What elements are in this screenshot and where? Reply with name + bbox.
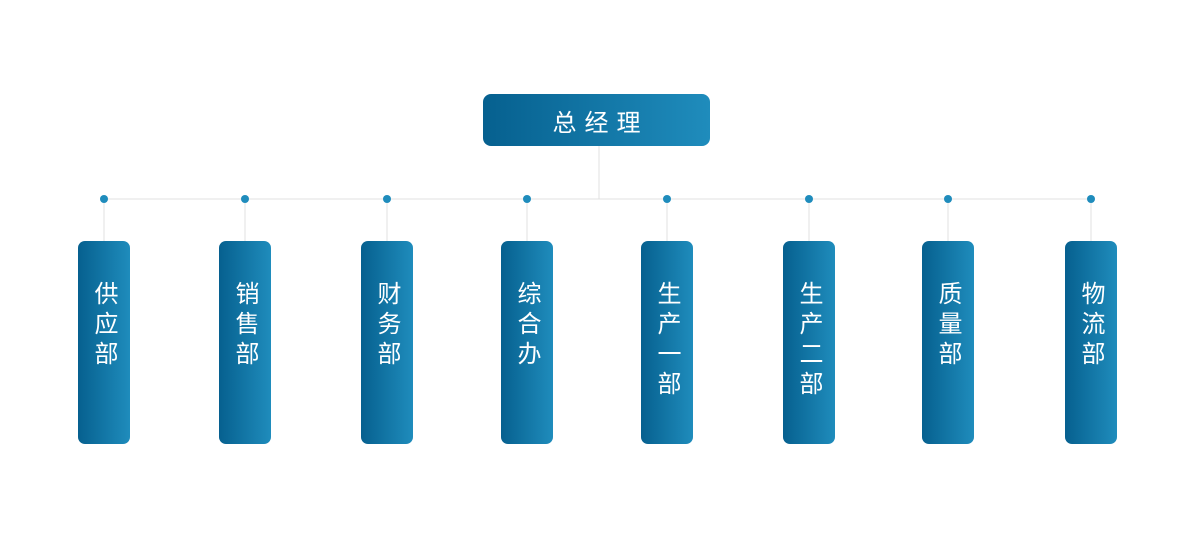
dept-node-label: 供应部 bbox=[90, 281, 118, 371]
dept-node-supply: 供应部 bbox=[78, 241, 130, 444]
root-node-label: 总经理 bbox=[552, 108, 649, 137]
dept-node-production-1: 生产一部 bbox=[641, 241, 693, 444]
dept-node-general-office: 综合办 bbox=[501, 241, 553, 444]
connector-dots bbox=[100, 195, 1095, 203]
dept-node-finance: 财务部 bbox=[361, 241, 413, 444]
connector-dot bbox=[805, 195, 813, 203]
dept-node-logistics: 物流部 bbox=[1065, 241, 1117, 444]
connector-dot bbox=[944, 195, 952, 203]
connector-dot bbox=[1087, 195, 1095, 203]
dept-node-label: 销售部 bbox=[231, 281, 259, 371]
connector-dot bbox=[241, 195, 249, 203]
connector-dot bbox=[663, 195, 671, 203]
dept-node-quality: 质量部 bbox=[922, 241, 974, 444]
connector-dot bbox=[383, 195, 391, 203]
dept-node-label: 生产一部 bbox=[653, 281, 681, 401]
connector-dot bbox=[523, 195, 531, 203]
dept-node-label: 质量部 bbox=[934, 281, 962, 371]
dept-drop-lines bbox=[103, 199, 1092, 241]
dept-node-label: 综合办 bbox=[513, 281, 541, 371]
dept-node-sales: 销售部 bbox=[219, 241, 271, 444]
dept-node-label: 生产二部 bbox=[795, 281, 823, 401]
dept-node-label: 财务部 bbox=[373, 281, 401, 371]
connector-dot bbox=[100, 195, 108, 203]
root-node-general-manager: 总经理 bbox=[483, 94, 710, 146]
dept-node-label: 物流部 bbox=[1077, 281, 1105, 371]
dept-node-production-2: 生产二部 bbox=[783, 241, 835, 444]
